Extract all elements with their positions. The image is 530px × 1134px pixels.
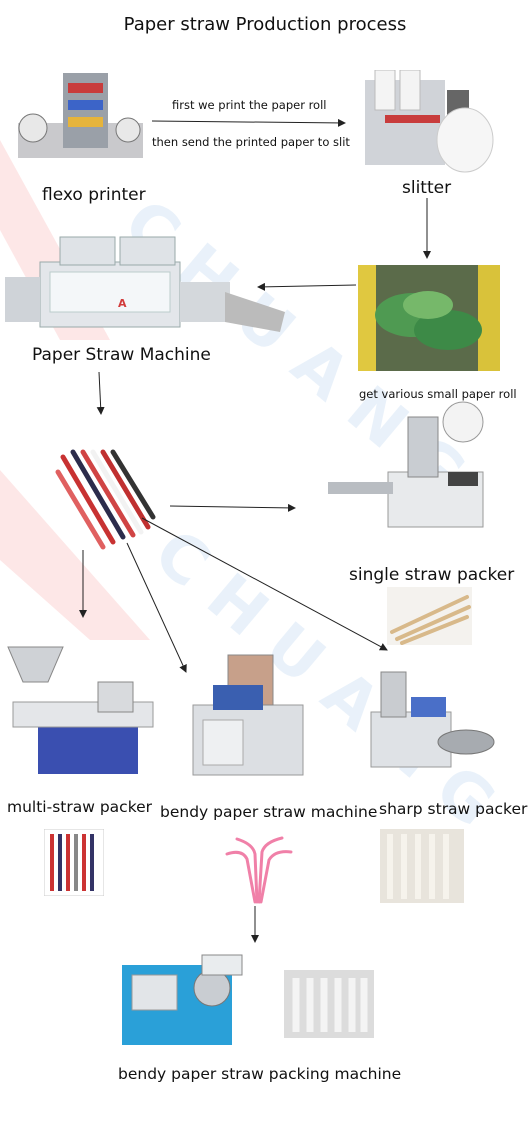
arrow-printer-to-slitter	[151, 118, 346, 127]
slitter-label: slitter	[402, 178, 452, 198]
arrow-straws-to-single	[169, 503, 296, 512]
bendy-packing-image	[122, 954, 243, 1045]
flexo-printer-image	[18, 73, 143, 158]
arrow-machine-to-straws	[96, 371, 105, 415]
small-rolls-label: get various small paper roll	[359, 387, 517, 401]
slitter-image	[365, 70, 494, 173]
single-packed-straws-image	[387, 587, 472, 645]
single-packer-label: single straw packer	[349, 565, 515, 585]
bendy-packed-straws-image	[284, 970, 374, 1038]
slit-note: then send the printed paper to slit	[152, 135, 350, 149]
paper-roll-image	[358, 265, 500, 371]
svg-text:A: A	[118, 297, 127, 310]
straw-bundle-image	[55, 449, 156, 550]
sharp-packer-label: sharp straw packer	[379, 800, 528, 818]
sharp-packer-image	[370, 671, 495, 768]
sharp-straws-image	[380, 829, 464, 903]
multi-packed-straws-image	[44, 829, 104, 896]
bendy-machine-image	[192, 654, 304, 776]
paper-straw-machine-label: Paper Straw Machine	[32, 345, 211, 365]
bendy-machine-label: bendy paper straw machine	[160, 803, 378, 821]
page-title: Paper straw Production process	[123, 14, 407, 35]
multi-packer-label: multi-straw packer	[7, 798, 153, 816]
bendy-straws-image	[217, 824, 299, 906]
flexo-printer-label: flexo printer	[42, 185, 146, 205]
multi-packer-image	[7, 646, 154, 774]
print-note: first we print the paper roll	[172, 98, 327, 112]
bendy-packing-label: bendy paper straw packing machine	[118, 1065, 402, 1083]
single-packer-image	[328, 401, 484, 528]
paper-straw-machine-image: A	[5, 236, 285, 332]
